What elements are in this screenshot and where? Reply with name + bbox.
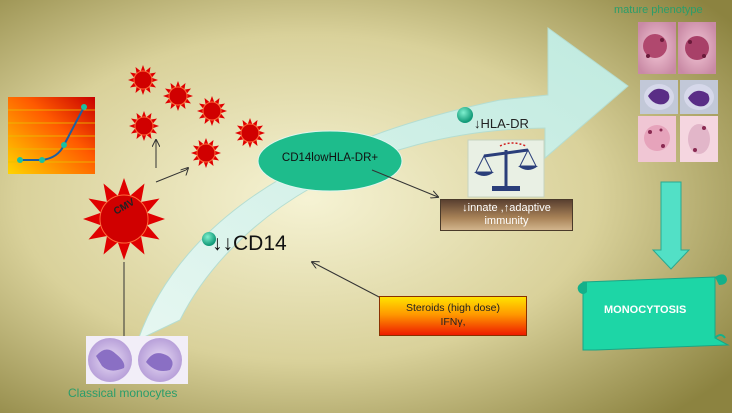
- cmv-to-virus-arrow-2: [155, 168, 188, 183]
- virus-icon-core: [240, 123, 260, 143]
- cmv-virus-body-core: [99, 194, 149, 244]
- immunity-box: ↓innate ,↑adaptive immunity: [440, 199, 573, 231]
- hla-dr-dot: [457, 107, 473, 123]
- hla-dr-label: ↓HLA-DR: [474, 116, 529, 131]
- virus-icon-core: [134, 116, 154, 136]
- steroids-box: Steroids (high dose) IFNγ,: [379, 296, 527, 336]
- virus-icon-core: [196, 143, 216, 163]
- classical-monocytes-label: Classical monocytes: [68, 386, 178, 400]
- steroids-line-1: Steroids (high dose): [406, 302, 500, 314]
- steroids-to-cd14-arrow: [312, 262, 382, 299]
- cd14low-hla-dr-ellipse: [257, 130, 403, 192]
- mature-phenotype-cells: [638, 22, 718, 162]
- classical-monocytes-icon: [86, 336, 188, 384]
- virus-cluster: [128, 65, 265, 168]
- steroids-line-2: IFNγ,: [440, 316, 466, 328]
- virus-icon-core: [202, 101, 222, 121]
- cd14-dot: [202, 232, 216, 246]
- down-arrow: [651, 181, 691, 270]
- cd14low-hla-dr-label: CD14lowHLA-DR+: [281, 152, 379, 164]
- cd14-label: ↓↓CD14: [212, 232, 287, 255]
- ellipse-to-immunity-arrow: [371, 169, 438, 197]
- balance-scale-icon: [467, 139, 545, 198]
- virus-icon-core: [133, 70, 153, 90]
- immunity-line-1: ↓innate ,↑adaptive: [462, 202, 551, 214]
- virus-icon-core: [168, 86, 188, 106]
- monocytosis-label: MONOCYTOSIS: [604, 304, 687, 316]
- immunity-line-2: immunity: [484, 215, 529, 227]
- mature-phenotype-label: mature phenotype: [614, 4, 703, 16]
- cmv-virus-icon: [83, 178, 165, 260]
- maturation-arrow: [137, 27, 629, 341]
- growth-chart-icon: [8, 97, 95, 174]
- monocytosis-scroll: [577, 274, 730, 351]
